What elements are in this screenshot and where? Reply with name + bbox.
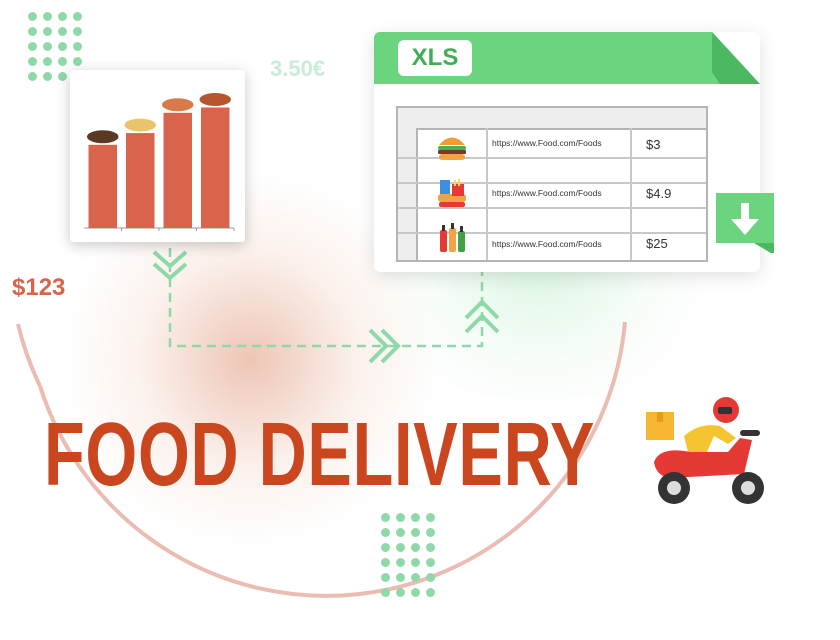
dot: [381, 588, 390, 597]
bread-roll-icon: [161, 97, 195, 113]
page-fold-icon: [712, 32, 760, 84]
dot: [426, 573, 435, 582]
dot: [381, 543, 390, 552]
dot: [58, 42, 67, 51]
dot: [381, 528, 390, 537]
burger-icon: [438, 137, 466, 160]
bar-3: [163, 112, 192, 228]
bar-1: [88, 144, 117, 228]
salad-plate-icon: [123, 117, 157, 133]
bar-chart-card: [70, 70, 245, 242]
dot: [411, 513, 420, 522]
noodle-bowl-icon: [86, 129, 120, 145]
dot: [381, 558, 390, 567]
dot: [28, 57, 37, 66]
dot: [381, 573, 390, 582]
dot: [396, 543, 405, 552]
dot: [396, 558, 405, 567]
chevron-up-icon-2: [464, 313, 500, 334]
dot: [411, 558, 420, 567]
sheet-row-gutter: [398, 128, 418, 260]
dot: [43, 42, 52, 51]
dot: [73, 27, 82, 36]
sandwich-icon: [198, 91, 232, 107]
flow-path: [168, 248, 484, 348]
floating-price-green: 3.50€: [270, 56, 326, 81]
dot: [396, 528, 405, 537]
table-cell-url[interactable]: https://www.Food.com/Foods: [492, 239, 602, 249]
dot: [426, 528, 435, 537]
dot: [411, 573, 420, 582]
dot: [58, 72, 67, 81]
sheet-header-row: [398, 108, 706, 130]
dot: [43, 27, 52, 36]
dot: [58, 27, 67, 36]
dot: [28, 12, 37, 21]
dot: [426, 588, 435, 597]
bar-2: [126, 133, 155, 228]
circle-arc: [38, 321, 627, 598]
chevron-up-icon: [464, 299, 500, 320]
table-cell-url[interactable]: https://www.Food.com/Foods: [492, 138, 602, 148]
circle-arc-start: [16, 323, 42, 387]
delivery-scooter-icon: [646, 397, 764, 504]
dot: [28, 42, 37, 51]
dot: [411, 543, 420, 552]
dot: [28, 72, 37, 81]
download-icon[interactable]: [716, 193, 774, 253]
chevron-right-icon: [368, 328, 389, 364]
table-cell-price: $25: [646, 236, 668, 251]
dot: [411, 588, 420, 597]
spreadsheet-table: https://www.Food.com/Foods $3 https://ww…: [396, 106, 708, 262]
floating-price-red: $123: [12, 274, 66, 301]
chevron-right-icon-2: [380, 328, 401, 364]
dot: [396, 588, 405, 597]
dot: [43, 57, 52, 66]
dot-grid-bottom: [381, 513, 435, 597]
bar-4: [201, 107, 230, 228]
dot: [73, 42, 82, 51]
chevron-down-icon: [152, 250, 188, 269]
dot: [28, 27, 37, 36]
xls-spreadsheet-card: XLS https://www.Food.com/Foods $3 https:…: [374, 32, 760, 272]
headline: FOOD DELIVERY: [44, 405, 596, 505]
table-cell-price: $4.9: [646, 186, 672, 201]
dot: [426, 558, 435, 567]
fast-food-combo-icon: [438, 179, 466, 207]
dot-grid-top: [28, 12, 82, 81]
dot: [411, 528, 420, 537]
dot: [73, 57, 82, 66]
chevron-down-icon-2: [152, 262, 188, 281]
dot: [396, 573, 405, 582]
dot: [58, 57, 67, 66]
dot: [73, 12, 82, 21]
dot: [43, 72, 52, 81]
dot: [381, 513, 390, 522]
dot: [426, 543, 435, 552]
xls-badge: XLS: [398, 40, 472, 76]
table-cell-price: $3: [646, 137, 661, 152]
dot: [43, 12, 52, 21]
dot: [396, 513, 405, 522]
dot: [426, 513, 435, 522]
bottles-icon: [440, 223, 465, 252]
dot: [58, 12, 67, 21]
table-cell-url[interactable]: https://www.Food.com/Foods: [492, 188, 602, 198]
bar-chart: [84, 91, 235, 231]
